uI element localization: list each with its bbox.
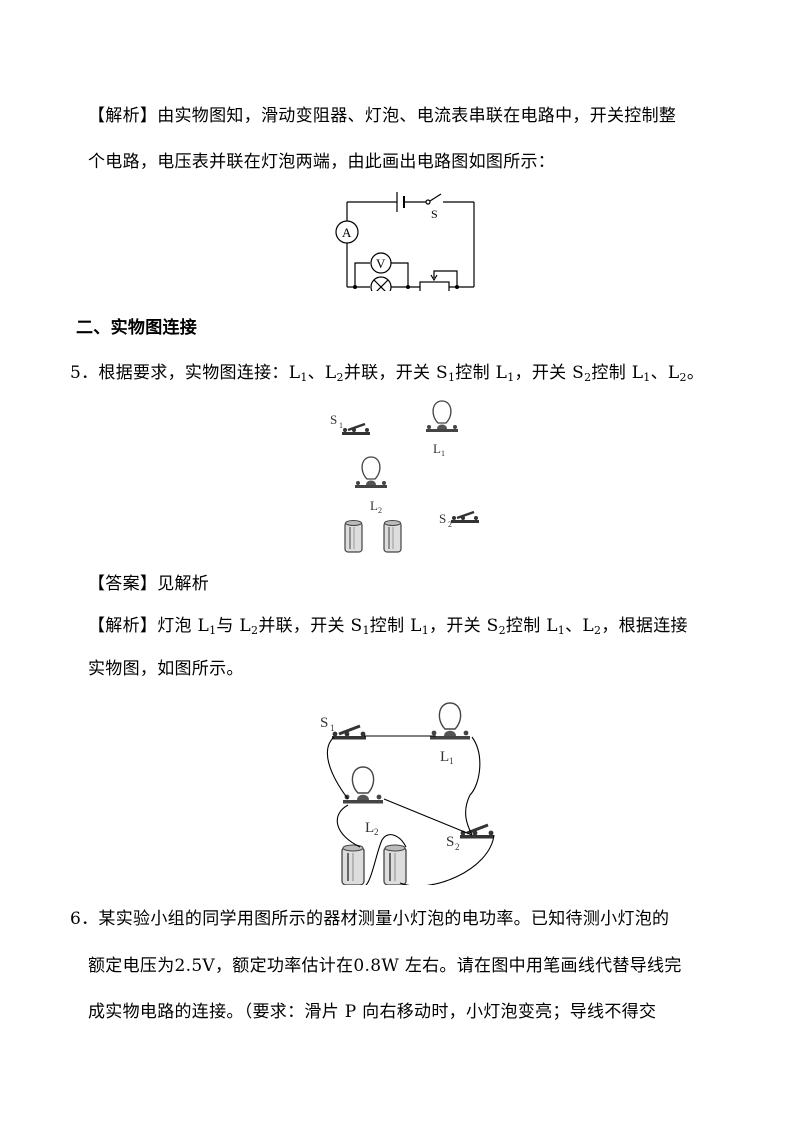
battery-icon [341, 844, 365, 885]
voltmeter-label: V [376, 256, 386, 271]
analysis-text: 控制 L [369, 616, 422, 636]
switch-label: S [431, 207, 438, 221]
analysis-text: 灯泡 L [157, 616, 210, 636]
bulb-l2-icon [342, 766, 384, 805]
switch-s1-icon [340, 422, 372, 437]
analysis-paragraph-line1: 【解析】由实物图知，滑动变阻器、灯泡、电流表串联在电路中，开关控制整 [88, 105, 676, 127]
s1-label: S [320, 715, 328, 731]
subscript: 2 [594, 624, 602, 637]
battery-icon [383, 844, 407, 885]
q5-analysis-line2: 实物图，如图所示。 [88, 659, 244, 679]
question-5: 5．根据要求，实物图连接：L1、L2并联，开关 S1控制 L1，开关 S2控制 … [70, 362, 704, 384]
subscript: 1 [300, 371, 308, 384]
q5-text: 、L [650, 363, 680, 383]
q5-text: 控制 L [591, 363, 644, 383]
answer-text: 见解析 [157, 574, 210, 594]
q5-analysis-line1: 【解析】灯泡 L1与 L2并联，开关 S1控制 L1，开关 S2控制 L1、L2… [88, 615, 688, 637]
l1-label: L [440, 749, 449, 765]
circuit-diagram: A V S [335, 192, 475, 291]
subscript: 2 [498, 624, 506, 637]
l2-sub: 2 [378, 506, 382, 515]
analysis-text: ，根据连接 [601, 616, 688, 636]
components-figure: S 1 L 1 L 2 S 2 [330, 400, 481, 553]
analysis-text: ，开关 S [429, 616, 499, 636]
s1-sub: 1 [330, 723, 335, 733]
switch-s2-icon [449, 510, 481, 525]
s2-label: S [446, 834, 454, 850]
answer-line: 【答案】见解析 [88, 573, 209, 595]
analysis-label: 【解析】 [88, 616, 158, 636]
subscript: 1 [507, 371, 515, 384]
question-6-line3: 成实物电路的连接。（要求：滑片 P 向右移动时，小灯泡变亮；导线不得交 [88, 1002, 657, 1022]
subscript: 1 [362, 624, 370, 637]
analysis-paragraph-line2: 个电路，电压表并联在灯泡两端，由此画出电路图如图所示： [88, 151, 555, 173]
subscript: 1 [421, 624, 430, 637]
question-number: 6． [70, 909, 99, 929]
q5-text: ，开关 S [514, 363, 585, 383]
l1-sub: 1 [449, 756, 454, 766]
s2-label: S [439, 511, 446, 526]
analysis-text: 并联，开关 S [258, 616, 363, 636]
s2-sub: 2 [455, 842, 460, 852]
q5-text: 并联，开关 S [343, 363, 448, 383]
q5-text: 、L [307, 363, 337, 383]
subscript: 2 [336, 371, 344, 384]
l2-label: L [370, 498, 378, 513]
ammeter-label: A [342, 225, 352, 240]
section-heading: 二、实物图连接 [76, 318, 198, 338]
q6-text: 某实验小组的同学用图所示的器材测量小灯泡的电功率。已知待测小灯泡的 [98, 909, 670, 929]
l1-label: L [433, 441, 441, 456]
battery-icon [344, 519, 363, 553]
s1-label: S [330, 412, 337, 427]
l2-sub: 2 [374, 827, 379, 837]
switch-s1-icon [330, 724, 368, 741]
subscript: 2 [584, 371, 592, 384]
analysis-text: 由实物图知，滑动变阻器、灯泡、电流表串联在电路中，开关控制整 [157, 106, 677, 126]
q5-text: 控制 L [455, 363, 508, 383]
analysis-text-cont: 个电路，电压表并联在灯泡两端，由此画出电路图如图所示： [88, 152, 556, 172]
analysis-text: 控制 L [505, 616, 558, 636]
subscript: 2 [679, 371, 687, 384]
analysis-label: 【解析】 [88, 106, 158, 126]
question-6-line1: 6．某实验小组的同学用图所示的器材测量小灯泡的电功率。已知待测小灯泡的 [70, 908, 669, 930]
wires [326, 735, 495, 885]
subscript: 1 [557, 624, 566, 637]
l1-sub: 1 [441, 449, 445, 458]
bulb-l1-icon [425, 400, 459, 433]
bulb-l2-icon [354, 456, 388, 489]
question-number: 5． [70, 363, 99, 383]
subscript: 1 [447, 371, 456, 384]
bulb-l1-icon [429, 702, 471, 741]
battery-icon [383, 519, 402, 553]
answer-label: 【答案】 [88, 574, 158, 594]
s2-sub: 2 [448, 520, 452, 529]
subscript: 1 [643, 371, 651, 384]
subscript: 1 [209, 624, 217, 637]
subscript: 2 [251, 624, 259, 637]
analysis-text: 、L [565, 616, 594, 636]
connected-circuit-figure: S 1 L 1 L 2 S 2 [320, 702, 496, 885]
q5-text: 根据要求，实物图连接：L [98, 363, 301, 383]
analysis-text: 与 L [216, 616, 252, 636]
q5-text: 。 [686, 363, 705, 383]
l2-label: L [365, 820, 374, 836]
s1-sub: 1 [339, 421, 343, 430]
question-6-line2: 额定电压为2.5V，额定功率估计在0.8W 左右。请在图中用笔画线代替导线完 [88, 956, 682, 976]
